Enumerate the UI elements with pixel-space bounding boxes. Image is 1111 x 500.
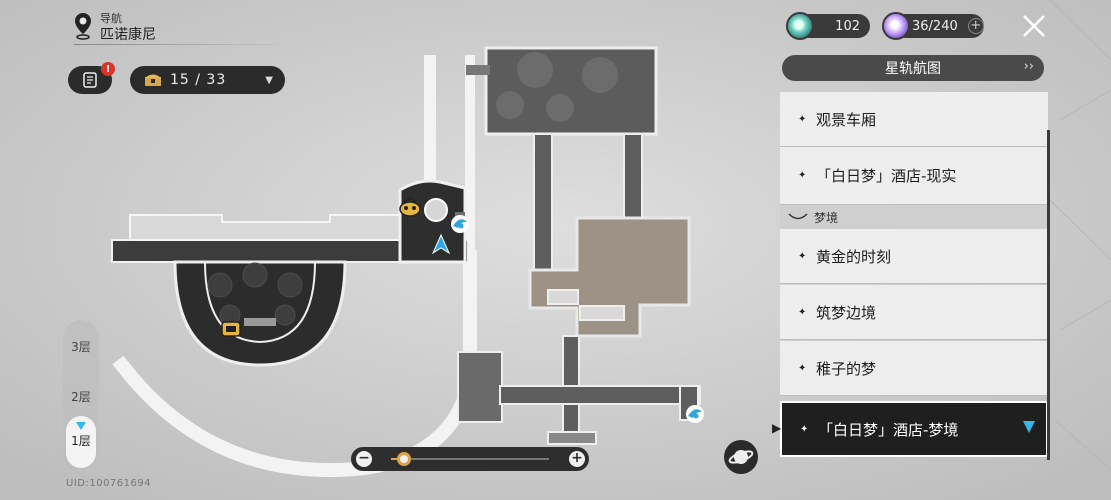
location-label: 「白日梦」酒店-梦境 xyxy=(818,420,959,439)
list-item[interactable]: ✦ 稚子的梦 xyxy=(780,341,1048,396)
tv-icon[interactable] xyxy=(221,320,241,338)
star-icon: ✦ xyxy=(800,423,809,435)
task-alert-badge: ! xyxy=(101,62,115,76)
trailblaze-power-resource[interactable]: 36/240 + xyxy=(882,12,984,40)
route-header-label: 星轨航图 xyxy=(885,61,941,77)
star-icon: ✦ xyxy=(798,170,807,181)
close-icon[interactable] xyxy=(1020,12,1048,40)
location-label: 稚子的梦 xyxy=(816,359,877,378)
fuel-amount: 102 xyxy=(835,18,860,34)
task-icon xyxy=(83,72,97,88)
star-icon: ✦ xyxy=(798,113,807,125)
planet-button[interactable] xyxy=(724,440,758,474)
chevron-down-icon: ▼ xyxy=(265,74,273,86)
teleport-anchor-icon[interactable] xyxy=(684,403,706,425)
floor-option[interactable]: 2层 xyxy=(71,390,91,404)
chest-counter-dropdown[interactable]: 15 / 33 ▼ xyxy=(130,66,285,94)
merchant-npc-icon[interactable] xyxy=(399,197,421,217)
dream-section-icon xyxy=(788,213,808,220)
chest-icon xyxy=(145,74,161,86)
floor-option-active[interactable]: 1层 xyxy=(66,416,96,468)
selection-arrow-icon: ▶ xyxy=(772,421,782,435)
chevron-right-icon: ›› xyxy=(1023,59,1034,74)
teleport-anchor-icon[interactable] xyxy=(449,213,471,235)
section-header: 梦境 xyxy=(780,205,1048,229)
location-list: ✦ 观景车厢 ✦ 「白日梦」酒店-现实 梦境 ✦ 黄金的时刻 ✦ 筑梦边境 ✦ … xyxy=(780,92,1048,460)
floor-label: 1层 xyxy=(71,434,91,448)
player-marker-icon xyxy=(432,234,450,254)
zoom-in-button[interactable]: + xyxy=(569,451,585,467)
star-icon: ✦ xyxy=(798,362,807,374)
zoom-out-button[interactable]: − xyxy=(356,451,372,467)
location-label: 「白日梦」酒店-现实 xyxy=(816,167,957,185)
location-label: 筑梦边境 xyxy=(816,303,877,322)
list-scrollbar[interactable] xyxy=(1047,130,1050,460)
zoom-thumb[interactable] xyxy=(397,452,411,466)
floor-option[interactable]: 3层 xyxy=(71,340,91,354)
zoom-bar: − + xyxy=(351,447,589,471)
trailblaze-power-icon xyxy=(882,12,910,40)
list-item[interactable]: ✦ 黄金的时刻 xyxy=(780,229,1048,284)
star-icon: ✦ xyxy=(798,306,807,318)
nav-location: 匹诺康尼 xyxy=(100,27,156,43)
star-rail-map-button[interactable]: 星轨航图 ›› xyxy=(782,55,1044,81)
fuel-icon xyxy=(786,12,814,40)
power-amount: 36/240 xyxy=(912,18,958,34)
star-icon: ✦ xyxy=(798,250,807,262)
current-location-icon xyxy=(1023,421,1035,433)
list-item[interactable]: ✦ 筑梦边境 xyxy=(780,285,1048,340)
location-label: 黄金的时刻 xyxy=(816,247,892,266)
planet-icon xyxy=(728,450,754,464)
nav-divider xyxy=(74,44,294,45)
section-label: 梦境 xyxy=(814,210,839,225)
nav-header: 导航 匹诺康尼 xyxy=(74,12,156,44)
chest-count: 15 / 33 xyxy=(170,72,227,88)
floor-selector: 3层 2层 1层 xyxy=(63,320,99,470)
user-id: UID:100761694 xyxy=(66,478,152,489)
list-item[interactable]: ✦ 「白日梦」酒店-现实 xyxy=(780,147,1048,205)
location-pin-icon xyxy=(75,13,91,40)
current-floor-icon xyxy=(76,422,86,430)
zoom-slider[interactable] xyxy=(391,452,549,466)
add-power-button[interactable]: + xyxy=(967,18,984,34)
location-label: 观景车厢 xyxy=(816,110,877,129)
fuel-resource[interactable]: 102 xyxy=(786,12,870,40)
nav-title: 导航 xyxy=(100,12,122,25)
list-item[interactable]: ✦ 观景车厢 xyxy=(780,92,1048,147)
list-item-active[interactable]: ✦ 「白日梦」酒店-梦境 xyxy=(780,401,1048,457)
